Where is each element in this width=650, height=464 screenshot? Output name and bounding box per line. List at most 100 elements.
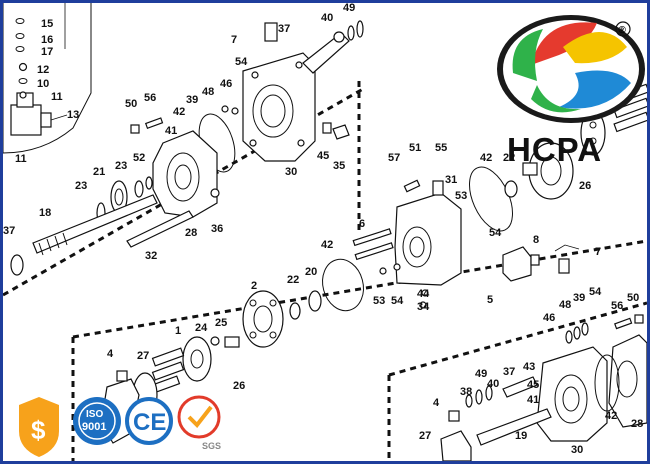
callout: 52 (133, 152, 145, 164)
regulator-body-31 (394, 179, 462, 286)
callout: 26 (233, 380, 245, 392)
certification-badges: $ ISO 9001 CE SGS (19, 395, 221, 457)
callout: 28 (631, 418, 643, 430)
callout: 53 (373, 295, 385, 307)
retainer-24 (182, 336, 212, 382)
ce-mark-badge: CE (125, 397, 173, 445)
callout: 27 (419, 430, 431, 442)
callout: 38 (460, 386, 472, 398)
callout: 42 (321, 239, 333, 251)
callout: 6 (359, 218, 365, 230)
callout: 54 (489, 227, 502, 239)
callout: 37 (3, 225, 15, 237)
callout: 18 (39, 207, 51, 219)
pump-housing-upper (242, 52, 316, 162)
inset-valve-part (10, 92, 68, 136)
callout: 40 (487, 378, 499, 390)
callout: 42 (480, 152, 492, 164)
bolt-6 (352, 228, 394, 261)
o-ring-42-right (469, 166, 513, 232)
o-rings-40-49 (347, 20, 364, 41)
callout-labels: 15 16 17 12 10 11 13 11 7 37 40 49 54 50… (3, 3, 643, 456)
shield-dollar-icon: $ (19, 397, 59, 457)
callout: 50 (125, 98, 137, 110)
callout: 5 (487, 294, 493, 306)
valve-stem-37-lower (465, 376, 538, 408)
callout: 48 (202, 86, 214, 98)
callout: 32 (145, 250, 157, 262)
callout: 39 (186, 94, 198, 106)
callout: 7 (595, 246, 601, 258)
callout: 30 (285, 166, 297, 178)
callout: 46 (543, 312, 555, 324)
valve-stem-37 (264, 22, 350, 74)
small-parts-48-39-46 (565, 314, 644, 344)
logo-swoosh-red (531, 22, 597, 65)
callout: 26 (579, 180, 591, 192)
registered-mark: ® (619, 25, 627, 36)
callout: 54 (589, 286, 602, 298)
callout: 54 (391, 295, 404, 307)
callout: 44 (417, 288, 430, 300)
svg-text:$: $ (31, 415, 46, 445)
callout: 20 (305, 266, 317, 278)
callout: 15 (41, 18, 53, 30)
sgs-badge: SGS (177, 395, 221, 451)
callout: 42 (605, 410, 617, 422)
callout: 57 (388, 152, 400, 164)
iso-9001-badge: ISO 9001 (73, 397, 121, 445)
callout: 31 (445, 174, 457, 186)
ce-label: CE (133, 409, 166, 436)
callout: 56 (144, 92, 156, 104)
pin-36 (210, 188, 220, 198)
callout: 46 (220, 78, 232, 90)
callout: 37 (503, 366, 515, 378)
bearing-20-22 (289, 290, 322, 320)
callout: 30 (571, 444, 583, 456)
callout: 41 (527, 394, 539, 406)
pin-32 (126, 210, 194, 248)
logo-swoosh-green (512, 29, 543, 81)
exploded-parts-diagram: 15 16 17 12 10 11 13 11 7 37 40 49 54 50… (3, 3, 647, 461)
callout: 40 (321, 12, 333, 24)
callout: 22 (287, 274, 299, 286)
callout: 19 (515, 430, 527, 442)
inset-o-rings (15, 3, 66, 99)
pump-cover-28 (152, 130, 218, 218)
iso-label: ISO (86, 409, 103, 420)
callout: 45 (527, 379, 539, 391)
callout: 8 (533, 234, 539, 246)
callout: 35 (333, 160, 345, 172)
callout: 23 (75, 180, 87, 192)
small-bolts-44-34 (379, 263, 429, 309)
callout: 24 (195, 322, 208, 334)
shoe-27-lower (440, 410, 472, 461)
o-ring-42-lower (594, 354, 620, 412)
drive-shaft-18 (10, 194, 158, 276)
plug-45-35 (322, 122, 350, 140)
callout: 12 (37, 64, 49, 76)
callout: 1 (175, 325, 181, 337)
callout: 4 (433, 397, 440, 409)
callout: 22 (503, 152, 515, 164)
callout: 16 (41, 34, 53, 46)
callout: 25 (215, 317, 227, 329)
cylinder-block-2 (242, 290, 284, 348)
spring-25-26 (210, 336, 240, 348)
callout: 37 (278, 23, 290, 35)
callout: 45 (317, 150, 329, 162)
callout: 4 (107, 348, 114, 360)
bearing-21-23 (96, 176, 153, 224)
callout: 41 (165, 125, 177, 137)
callout: 17 (41, 46, 53, 58)
callout: 13 (67, 109, 79, 121)
callout: 27 (137, 350, 149, 362)
callout: 50 (627, 292, 639, 304)
callout: 21 (93, 166, 105, 178)
callout: 2 (251, 280, 257, 292)
callout: 48 (559, 299, 571, 311)
shaft-19 (476, 408, 552, 446)
callout: 11 (15, 153, 27, 165)
callout: 36 (211, 223, 223, 235)
